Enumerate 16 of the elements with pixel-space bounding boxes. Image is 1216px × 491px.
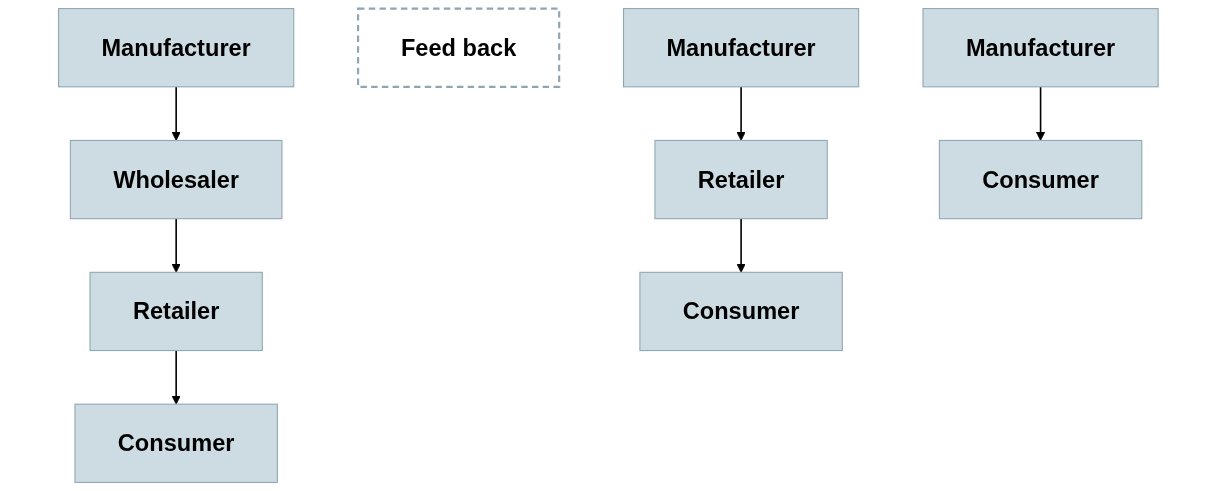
node-box: Manufacturer: [622, 8, 859, 88]
arrow: [736, 217, 746, 273]
node-box: Wholesaler: [69, 139, 283, 220]
arrow: [171, 86, 181, 141]
arrow: [1035, 86, 1045, 141]
node-box: Consumer: [938, 139, 1142, 220]
arrow: [171, 349, 181, 405]
arrow: [171, 217, 181, 273]
node-box: Manufacturer: [57, 8, 294, 88]
node-box: Consumer: [74, 403, 278, 483]
arrow: [736, 86, 746, 141]
node-box: Feed back: [356, 7, 560, 88]
node-box: Retailer: [654, 139, 828, 220]
node-box: Manufacturer: [922, 8, 1159, 88]
node-box: Retailer: [89, 271, 263, 352]
node-box: Consumer: [639, 271, 843, 352]
